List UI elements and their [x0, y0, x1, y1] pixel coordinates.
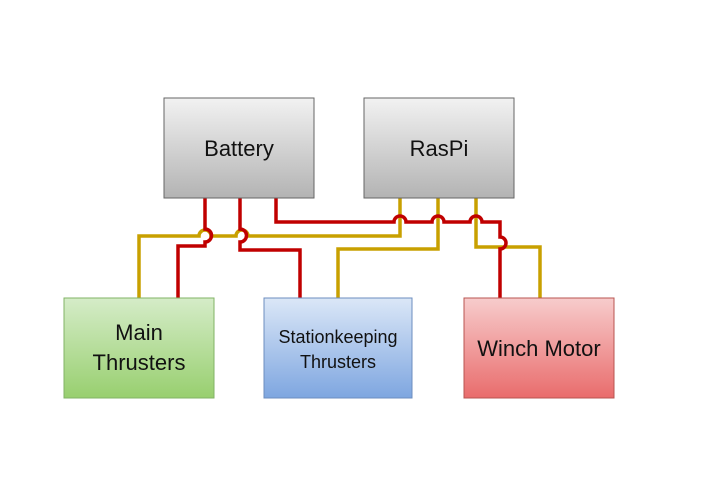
main-thrusters-label-line-2: Thrusters	[93, 350, 186, 375]
signal-wires	[137, 198, 542, 298]
stationkeeping-label-line-1: Stationkeeping	[278, 327, 397, 347]
battery-label: Battery	[204, 136, 274, 161]
power-wire-winch	[274, 198, 508, 298]
power-wire-stationkeeping	[238, 198, 302, 298]
winch-motor-node: Winch Motor	[463, 297, 615, 399]
raspi-label: RasPi	[410, 136, 469, 161]
battery-node: Battery	[163, 97, 315, 199]
winch-motor-label: Winch Motor	[477, 336, 600, 361]
raspi-node: RasPi	[363, 97, 515, 199]
signal-wire-winch	[474, 198, 542, 298]
main-thrusters-node: Main Thrusters	[63, 297, 215, 399]
main-thrusters-label-line-1: Main	[115, 320, 163, 345]
stationkeeping-label-line-2: Thrusters	[300, 352, 376, 372]
stationkeeping-thrusters-node: Stationkeeping Thrusters	[263, 297, 413, 399]
power-wire-main-thrusters	[176, 198, 214, 298]
power-wires	[176, 198, 508, 298]
signal-wire-stationkeeping	[336, 198, 440, 298]
